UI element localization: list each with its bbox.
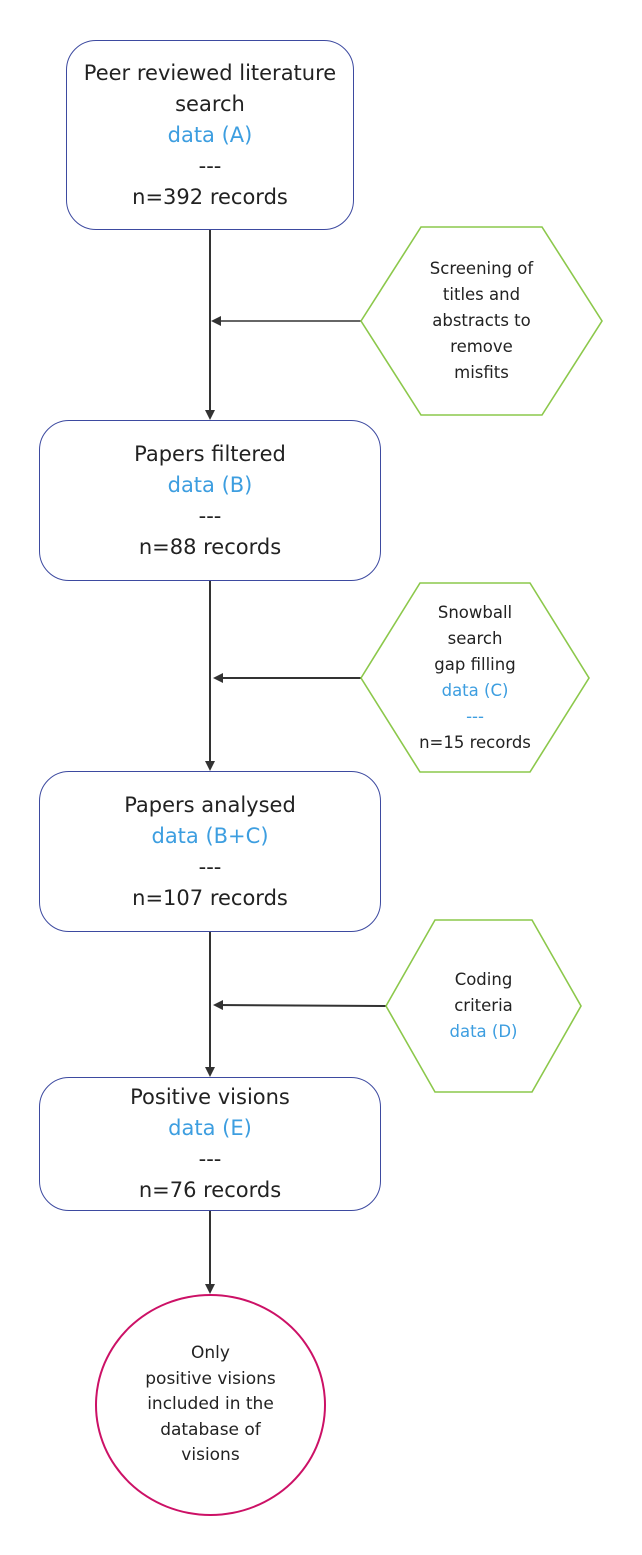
box-title: Positive visions <box>130 1085 290 1109</box>
hexagon-screening-shape <box>360 226 603 416</box>
box-positive-visions: Positive visions data (E) --- n=76 recor… <box>39 1077 381 1211</box>
hexagon-text: abstracts to <box>432 311 531 330</box>
data-label: data (B+C) <box>151 823 269 848</box>
data-label: data (D) <box>449 1022 518 1041</box>
separator: --- <box>466 706 484 726</box>
hexagon-snowball: Snowball search gap filling data (C) ---… <box>381 583 569 772</box>
data-label: data (B) <box>167 472 253 497</box>
hexagon-text: gap filling <box>434 654 516 674</box>
record-count: n=15 records <box>419 732 531 752</box>
box-papers-analysed: Papers analysed data (B+C) --- n=107 rec… <box>39 771 381 932</box>
box-title: Papers analysed <box>124 792 296 817</box>
hexagon-text: remove <box>450 337 513 356</box>
circle-text: visions <box>181 1445 240 1466</box>
hexagon-text: Coding <box>454 970 513 989</box>
hexagon-text: Screening of <box>429 259 534 278</box>
circle-text: database of <box>160 1419 261 1440</box>
circle-text: Only <box>191 1343 230 1364</box>
hexagon-coding: Coding criteria data (D) <box>400 920 567 1092</box>
hexagon-text: Snowball <box>437 602 513 622</box>
hexagon-screening: Screening of titles and abstracts to rem… <box>381 227 582 415</box>
data-label: data (E) <box>168 1116 252 1140</box>
box-title: Peer reviewed literature <box>83 60 337 85</box>
data-label: data (A) <box>167 122 253 147</box>
arrow-coding <box>213 1000 387 1011</box>
hexagon-snowball-shape <box>360 582 590 773</box>
hexagon-coding-shape <box>385 919 582 1093</box>
circle-text: positive visions <box>145 1368 276 1389</box>
hexagon-text: criteria <box>454 996 513 1015</box>
circle-text: included in the <box>147 1394 274 1415</box>
box-literature-search: Peer reviewed literature search data (A)… <box>66 40 354 230</box>
hexagon-text: search <box>447 628 503 648</box>
hexagon-text: titles and <box>442 285 521 304</box>
separator: --- <box>198 854 222 879</box>
box-title: Papers filtered <box>134 441 286 466</box>
record-count: n=76 records <box>138 1178 282 1202</box>
box-papers-filtered: Papers filtered data (B) --- n=88 record… <box>39 420 381 581</box>
hexagon-text: misfits <box>454 363 509 382</box>
box-title: search <box>175 91 245 116</box>
end-circle: Only positive visions included in the da… <box>95 1294 326 1516</box>
record-count: n=107 records <box>132 885 288 910</box>
data-label: data (C) <box>441 680 509 700</box>
record-count: n=392 records <box>132 184 288 209</box>
separator: --- <box>198 153 222 178</box>
separator: --- <box>198 503 222 528</box>
record-count: n=88 records <box>138 534 282 559</box>
separator: --- <box>198 1147 222 1171</box>
